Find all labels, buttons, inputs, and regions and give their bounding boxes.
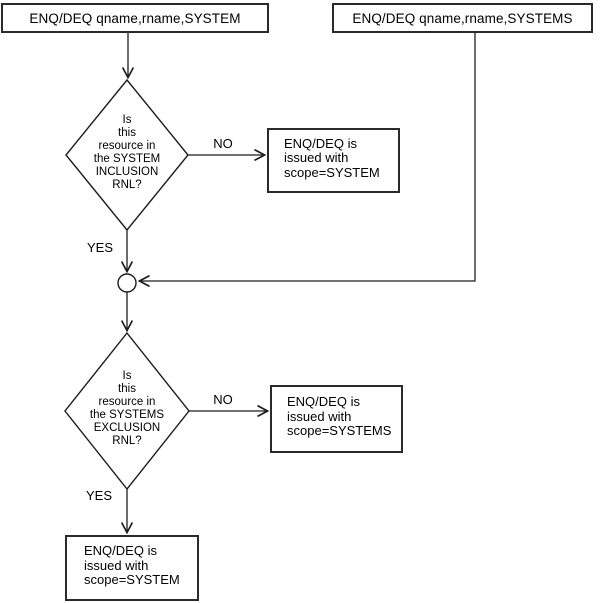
decision2-systems-exclusion-text: Is this resource in the SYSTEMS EXCLUSIO… [89, 370, 165, 447]
start-box-enqdeq-system-label: ENQ/DEQ qname,rname,SYSTEM [29, 10, 241, 26]
decision1-no-label: NO [213, 136, 233, 151]
decision2-no-label: NO [213, 392, 233, 407]
decision2-yes-label: YES [85, 488, 112, 503]
junction-circle [117, 273, 137, 293]
start-box-enqdeq-system: ENQ/DEQ qname,rname,SYSTEM [1, 3, 269, 33]
result-box-scope-system: ENQ/DEQ is issued with scope=SYSTEM [267, 128, 400, 193]
start-box-enqdeq-systems: ENQ/DEQ qname,rname,SYSTEMS [332, 3, 593, 33]
decision1-system-inclusion-text: Is this resource in the SYSTEM INCLUSION… [93, 114, 161, 191]
start-box-enqdeq-systems-label: ENQ/DEQ qname,rname,SYSTEMS [352, 10, 573, 26]
edge-startright-to-junction [137, 33, 476, 288]
decision1-yes-label: YES [86, 240, 113, 255]
result-box-scope-system-final: ENQ/DEQ is issued with scope=SYSTEM [65, 535, 199, 601]
result-box-scope-systems-text: ENQ/DEQ is issued with scope=SYSTEMS [287, 394, 392, 439]
result-box-scope-systems: ENQ/DEQ is issued with scope=SYSTEMS [270, 385, 403, 453]
result-box-scope-system-final-text: ENQ/DEQ is issued with scope=SYSTEM [84, 543, 180, 588]
result-box-scope-system-text: ENQ/DEQ is issued with scope=SYSTEM [284, 135, 380, 180]
